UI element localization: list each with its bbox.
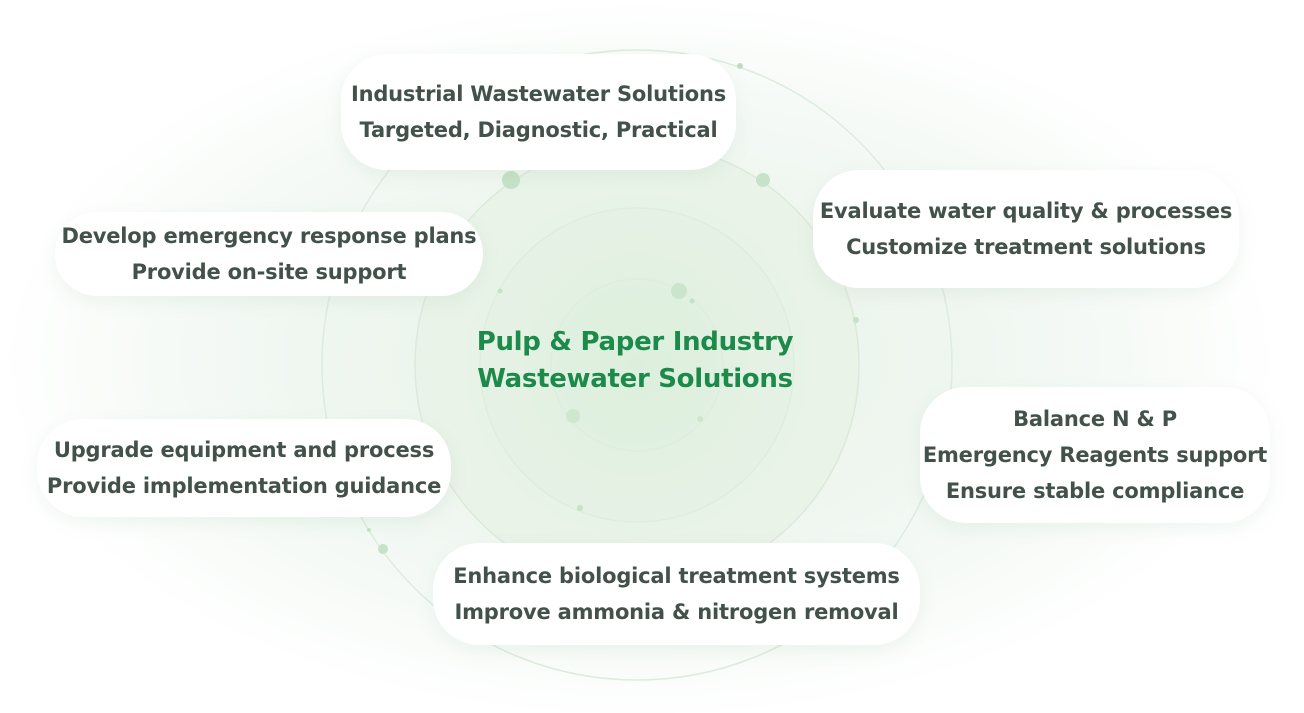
center-title-line-1: Pulp & Paper Industry	[476, 327, 794, 357]
ring-dot	[756, 173, 770, 187]
node-line: Provide on-site support	[131, 260, 407, 284]
node-line: Develop emergency response plans	[61, 224, 477, 248]
node-line: Emergency Reagents support	[922, 443, 1268, 467]
node-line: Improve ammonia & nitrogen removal	[454, 600, 899, 624]
ring-dot	[853, 317, 859, 323]
node-line: Enhance biological treatment systems	[453, 564, 900, 588]
ring-outer	[321, 49, 953, 681]
ring-dot	[697, 416, 703, 422]
ring-dot	[378, 544, 388, 554]
node-evaluate-water-quality: Evaluate water quality & processes Custo…	[813, 170, 1239, 288]
node-line: Ensure stable compliance	[945, 479, 1245, 503]
node-line: Balance N & P	[1013, 407, 1177, 431]
ring-dot	[367, 528, 371, 532]
center-glow	[397, 125, 877, 605]
node-line: Targeted, Diagnostic, Practical	[359, 118, 718, 142]
node-upgrade-equipment: Upgrade equipment and process Provide im…	[37, 419, 451, 517]
center-title: Pulp & Paper Industry Wastewater Solutio…	[440, 324, 830, 398]
ring-dot	[497, 288, 503, 294]
node-line: Industrial Wastewater Solutions	[350, 82, 727, 106]
node-line: Evaluate water quality & processes	[819, 199, 1233, 223]
node-industrial-solutions: Industrial Wastewater Solutions Targeted…	[341, 54, 736, 170]
node-emergency-response: Develop emergency response plans Provide…	[55, 212, 483, 296]
ring-dot	[577, 505, 583, 511]
ring-dot	[689, 298, 695, 304]
center-title-line-2: Wastewater Solutions	[477, 364, 793, 394]
node-balance-n-p: Balance N & P Emergency Reagents support…	[920, 387, 1270, 523]
ring-dot	[737, 63, 743, 69]
ring-dot	[566, 409, 580, 423]
ring-dot	[671, 283, 687, 299]
node-line: Provide implementation guidance	[46, 474, 442, 498]
node-line: Upgrade equipment and process	[53, 438, 435, 462]
node-biological-treatment: Enhance biological treatment systems Imp…	[433, 543, 920, 645]
node-line: Customize treatment solutions	[846, 235, 1206, 259]
ring-dot	[502, 171, 520, 189]
